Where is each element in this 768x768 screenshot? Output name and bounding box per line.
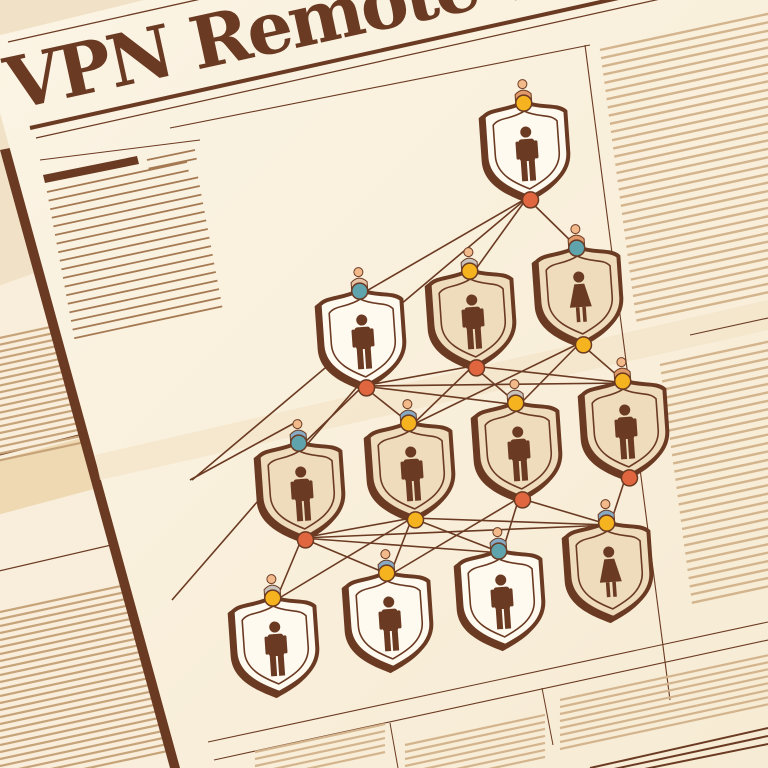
person-icon [264, 621, 288, 677]
connection-node-icon [574, 336, 593, 354]
shield-node-3 [424, 247, 517, 377]
connection-node-icon [521, 191, 540, 209]
connection-node-icon [489, 542, 508, 560]
connection-node-icon [357, 379, 376, 397]
shield-nodes [227, 79, 670, 699]
person-icon [461, 294, 485, 350]
person-icon [400, 446, 424, 502]
connection-node-icon [513, 491, 532, 509]
shield-node-11 [453, 527, 546, 652]
female-person-icon [599, 546, 622, 598]
connection-node-icon [567, 239, 586, 257]
teaser-column [39, 139, 223, 340]
masthead-rules [7, 0, 659, 139]
connection-node-icon [460, 262, 479, 280]
right-column [584, 12, 768, 701]
connection-node-icon [263, 589, 282, 607]
bottom-section [207, 621, 768, 768]
connection-node-icon [406, 511, 425, 529]
shield-node-2 [314, 267, 407, 397]
person-icon [290, 466, 314, 522]
person-icon [490, 574, 514, 630]
person-icon [378, 596, 402, 652]
connection-node-icon [296, 531, 315, 549]
connection-node-icon [506, 394, 525, 412]
shield-node-4 [531, 224, 624, 354]
shield-node-12 [561, 499, 654, 624]
female-person-icon [569, 271, 592, 323]
connection-node-icon [613, 372, 632, 390]
shield-node-6 [363, 399, 456, 529]
shield-node-7 [470, 379, 563, 509]
connection-node-icon [350, 282, 369, 300]
shield-node-5 [253, 419, 346, 549]
person-icon [614, 404, 638, 460]
connection-node-icon [377, 564, 396, 582]
shield-node-1 [478, 79, 571, 209]
person-icon [515, 126, 539, 182]
connection-node-icon [514, 94, 533, 112]
connection-node-icon [289, 434, 308, 452]
connection-node-icon [620, 469, 639, 487]
shield-node-9 [227, 574, 320, 699]
connection-node-icon [467, 359, 486, 377]
connection-node-icon [597, 514, 616, 532]
person-icon [507, 426, 531, 482]
teaser-title-bar [43, 156, 139, 183]
connection-node-icon [399, 414, 418, 432]
person-icon [351, 314, 375, 370]
shield-node-10 [341, 549, 434, 674]
shield-node-8 [577, 357, 670, 487]
